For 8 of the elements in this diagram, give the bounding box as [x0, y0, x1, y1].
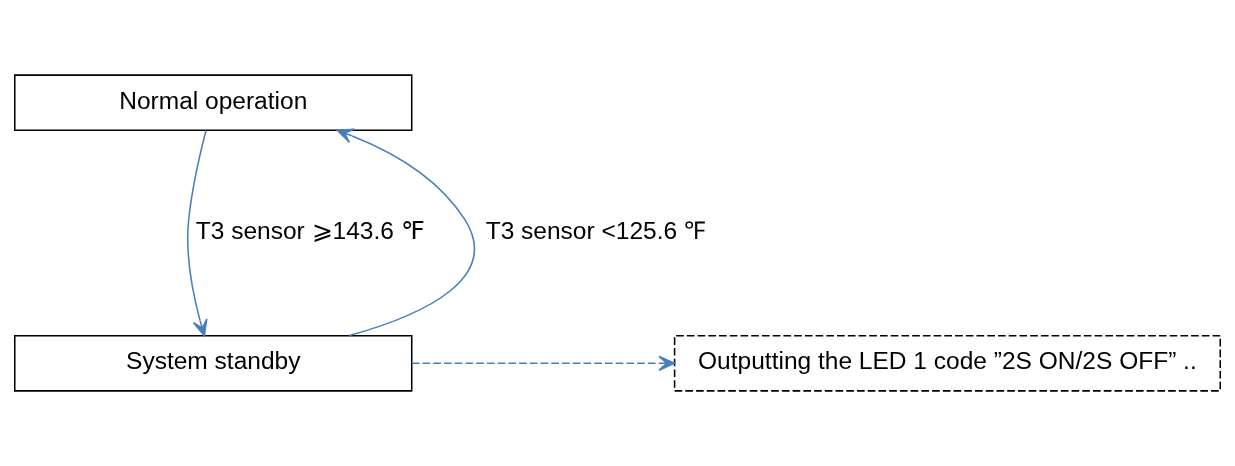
arrow: [411, 355, 676, 371]
node-box: Outputting the LED 1 code ”2S ON/2S OFF” ..: [673, 334, 1221, 392]
node-box: System standby: [14, 334, 413, 392]
node-box: Normal operation: [14, 74, 413, 132]
arrow: [187, 129, 208, 337]
arrow: [336, 128, 476, 337]
edge-label: T3 sensor ⩾143.6 ℉: [195, 216, 425, 244]
edge-label: T3 sensor <125.6 ℉: [485, 216, 705, 244]
